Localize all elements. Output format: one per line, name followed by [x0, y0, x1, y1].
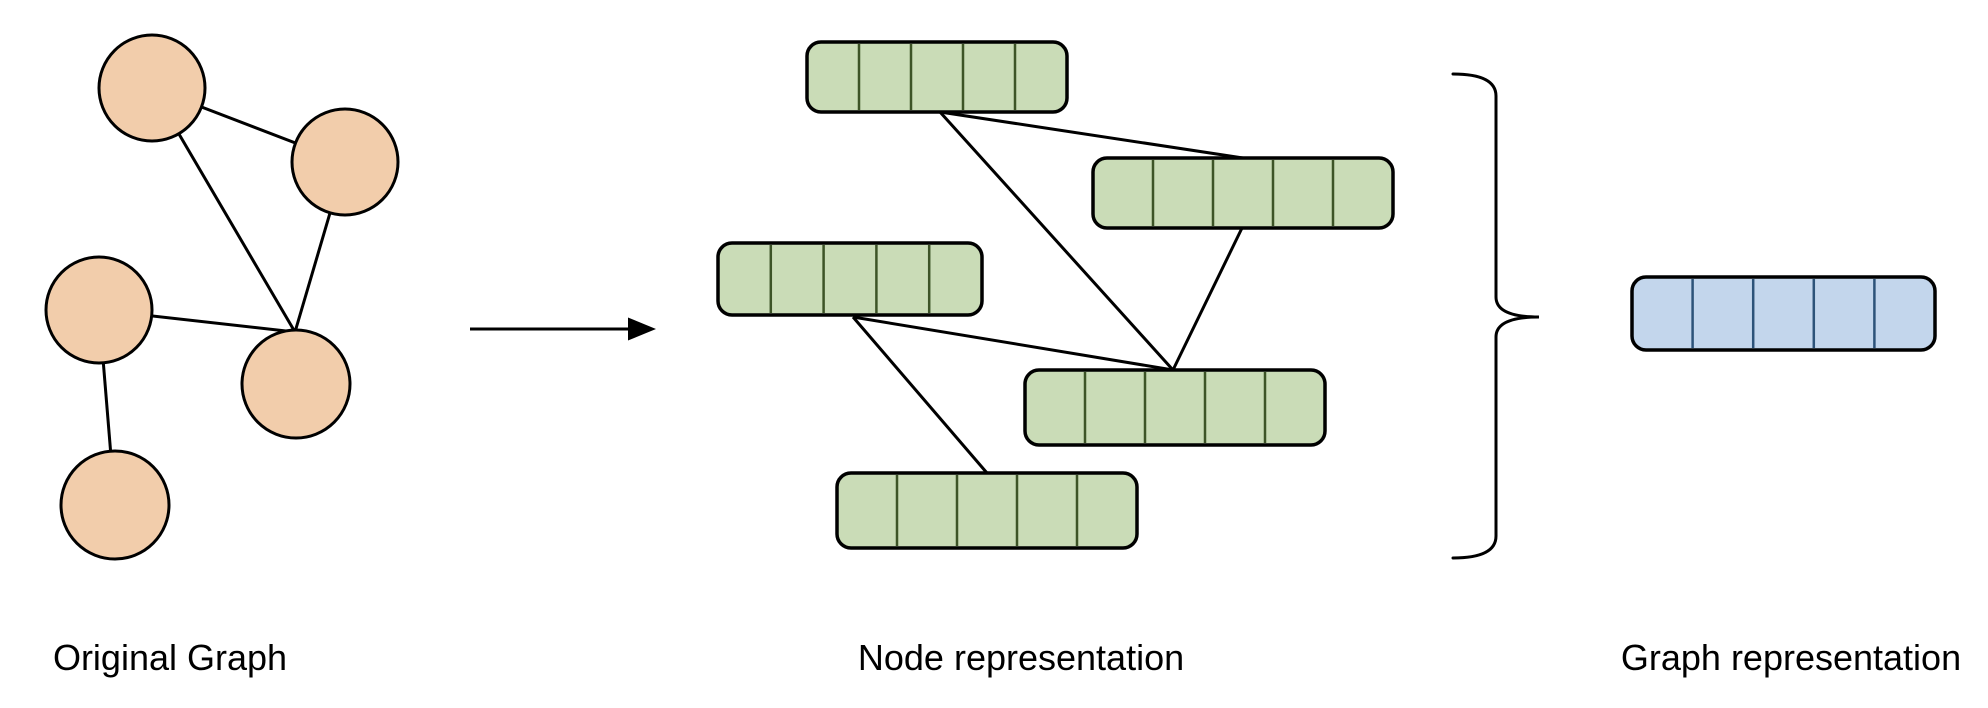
node-vector-5: [835, 471, 1139, 550]
node-vector-link: [938, 110, 1175, 372]
node-vector-link: [1171, 227, 1244, 371]
node-vector-3: [716, 241, 984, 317]
node-vector-link: [852, 315, 1174, 372]
graph-node-d: [240, 328, 352, 440]
graph-node-e: [59, 449, 171, 561]
graph-node-c: [44, 255, 154, 365]
node-vector-1: [805, 40, 1069, 114]
graph-vector: [1630, 275, 1937, 352]
node-vector-4: [1023, 368, 1327, 447]
node-vector-link: [939, 110, 1244, 160]
node-vector-2: [1091, 156, 1395, 230]
graph-representation-label: Graph representation: [1620, 637, 1962, 678]
transform-arrow-head: [628, 317, 656, 341]
node-vector-link: [851, 316, 989, 474]
brace: [1451, 72, 1540, 560]
node-representation-label: Node representation: [857, 637, 1185, 678]
original-graph-label: Original Graph: [52, 637, 288, 678]
graph-node-b: [290, 107, 400, 217]
graph-node-a: [97, 33, 207, 143]
